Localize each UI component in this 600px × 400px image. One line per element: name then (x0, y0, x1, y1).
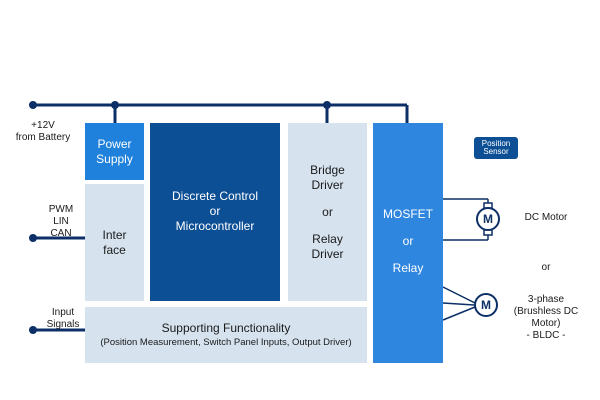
mosfet-block: MOSFET or Relay (373, 123, 443, 363)
bldc-motor-label: 3-phase (Brushless DC Motor) - BLDC - (513, 294, 579, 341)
dc-motor-symbol (476, 202, 500, 236)
power-supply-block: Power Supply (85, 123, 144, 180)
comm-node (29, 234, 37, 242)
interface-block: Inter face (85, 184, 144, 301)
supporting-functionality-block: Supporting Functionality (Position Measu… (85, 307, 367, 363)
battery-node (29, 101, 37, 109)
bldc-motor-m: M (481, 298, 491, 312)
bldc-motor-symbol (474, 293, 498, 317)
position-sensor-badge: Position Sensor (474, 137, 518, 159)
bridge-driver-block: Bridge Driver or Relay Driver (288, 123, 367, 301)
battery-label: +12V from Battery (15, 120, 71, 143)
dc-motor-m: M (483, 212, 493, 226)
signals-label: Input Signals (46, 307, 80, 330)
controller-block: Discrete Control or Microcontroller (150, 123, 280, 301)
motor-or-label: or (541, 262, 551, 273)
comm-label: PWM LIN CAN (48, 204, 74, 239)
signals-node (29, 326, 37, 334)
dc-motor-label: DC Motor (524, 212, 568, 223)
